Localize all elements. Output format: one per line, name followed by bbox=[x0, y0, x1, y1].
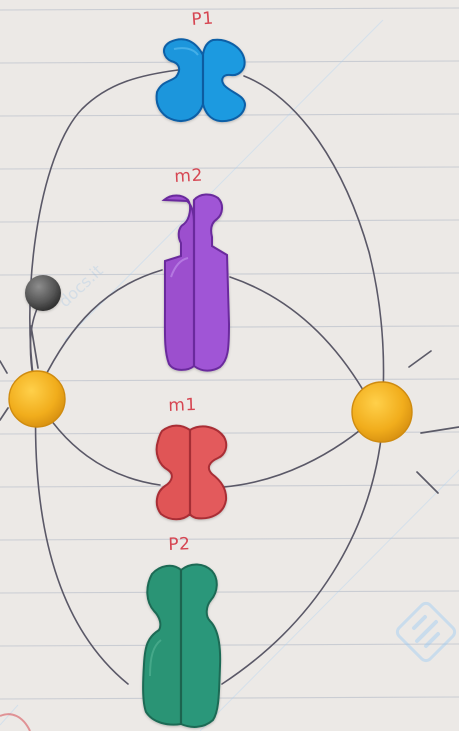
spindle-left-to-m2 bbox=[35, 269, 163, 396]
red-chromosome-m1 bbox=[155, 424, 228, 521]
blue-chromosome-p1 bbox=[155, 38, 247, 123]
aster-rays bbox=[0, 325, 459, 494]
purple-chromosome-m2 bbox=[161, 193, 231, 372]
green-chromosome-p2 bbox=[142, 563, 222, 728]
watermark-logo-mark bbox=[395, 601, 457, 663]
spindle-left-to-p2 bbox=[34, 396, 129, 685]
spindle-m2-to-right bbox=[229, 276, 367, 396]
p2-label: P2 bbox=[167, 534, 191, 555]
m1-label: m1 bbox=[167, 395, 198, 416]
spindle-p1-to-right bbox=[243, 75, 385, 395]
bottom-left-red-mark bbox=[0, 713, 31, 731]
spindle-left-to-p1 bbox=[29, 69, 179, 396]
m2-label: m2 bbox=[173, 165, 204, 187]
right-centrosome bbox=[351, 381, 413, 443]
left-centrosome bbox=[8, 370, 66, 428]
spindle-p2-to-right bbox=[221, 419, 384, 685]
gray-sticker-dot bbox=[25, 275, 61, 311]
p1-label: P1 bbox=[190, 8, 215, 30]
